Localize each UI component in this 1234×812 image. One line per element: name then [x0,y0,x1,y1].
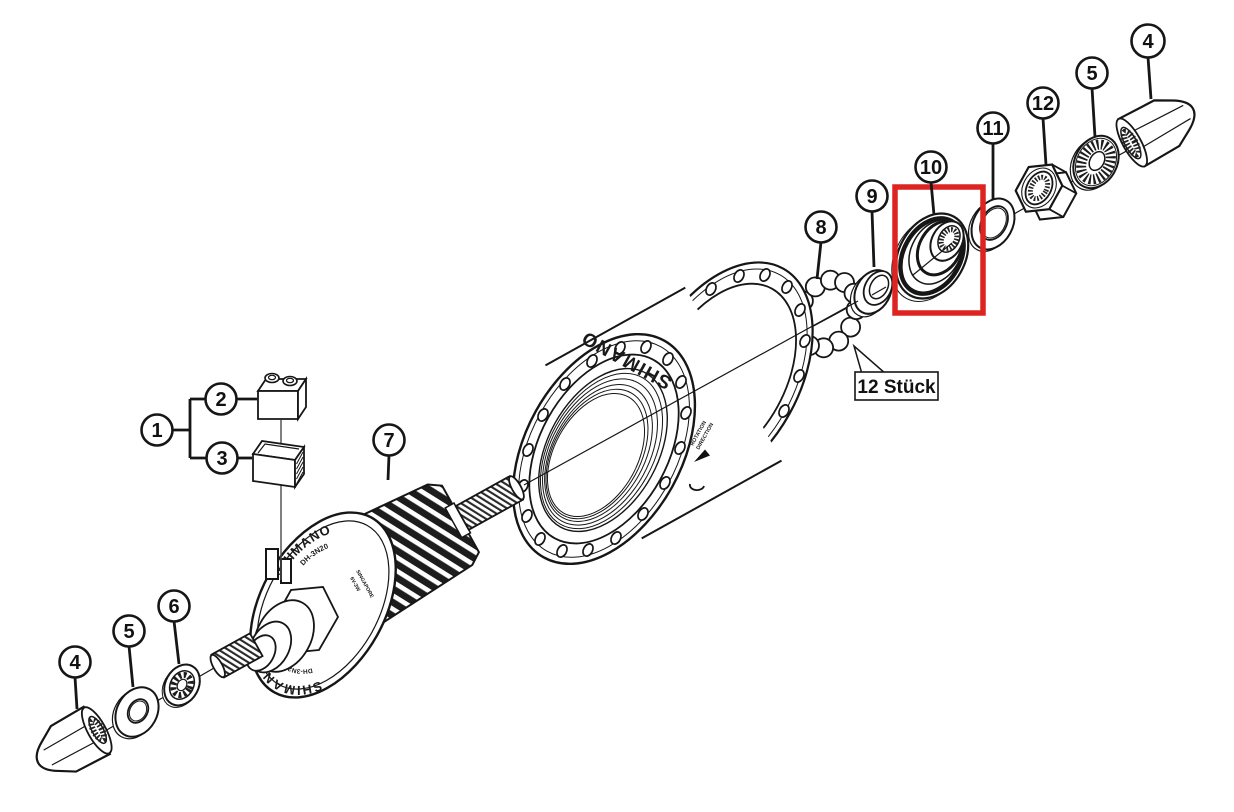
terminal-cap [251,440,306,490]
callout-5-left: 5 [112,614,146,648]
seal-ring [849,269,894,318]
hex-lock-nut [1014,163,1078,221]
callout-6: 6 [157,589,191,623]
callout-5-right: 5 [1075,56,1109,90]
callout-7: 7 [372,423,406,457]
callout-4-left: 4 [58,645,92,679]
svg-text:12: 12 [1032,93,1054,115]
callout-8: 8 [804,210,838,244]
callout-12: 12 [1026,86,1060,120]
axle-nut-left [35,705,113,773]
svg-text:9: 9 [866,186,877,208]
callout-10: 10 [914,150,948,184]
svg-text:4: 4 [69,652,81,674]
svg-text:4: 4 [1142,31,1154,53]
callout-11: 11 [976,111,1010,145]
terminal-connector [256,372,308,422]
flat-washer-left [111,686,160,740]
quantity-box [854,371,939,401]
svg-text:5: 5 [123,621,134,643]
cap-ribs [296,451,304,485]
svg-text:10: 10 [920,157,942,179]
quantity-note-text: 12 Stück [857,377,936,398]
leader-lines [73,56,1153,710]
rotation-direction-marking: ROTATION DIRECTION [688,420,715,491]
callout-4-right: 4 [1130,23,1166,59]
svg-text:6: 6 [168,596,179,618]
svg-text:2: 2 [215,389,226,411]
axle-nut-right [1115,99,1196,168]
svg-text:3: 3 [216,448,227,470]
quantity-callout: 12 Stück [852,343,939,401]
callout-bracket-group1 [172,397,257,460]
rotation-arrow-icon [694,449,710,462]
serrated-washer-right [1069,134,1120,191]
lock-washer [161,663,201,708]
socket-prong-left [265,548,279,580]
cone-dust-cap-unit [891,212,970,302]
hub-dynamo-internal-unit: SHIMANO DH-3N20 SINGAPORE 6V-3W SHIMANO … [209,474,525,699]
hub-bore-threads [538,367,668,533]
socket-prong-right [280,558,292,584]
svg-text:5: 5 [1086,63,1097,85]
quantity-pointer [852,343,888,375]
svg-text:11: 11 [982,118,1003,140]
svg-text:8: 8 [815,217,826,239]
callout-2: 2 [204,382,238,416]
svg-text:1: 1 [151,420,162,442]
callout-3: 3 [205,441,239,475]
hub-shell: SHIMANO ROTATION DIRECTION [511,261,859,566]
washer-right [967,197,1016,253]
axle-right-tip [508,475,525,501]
ce-mark-glyph [688,483,705,491]
highlight-box [892,184,986,316]
svg-text:7: 7 [383,430,394,452]
spoke-holes-left [517,340,692,558]
callout-1: 1 [140,413,174,447]
callout-9: 9 [855,179,889,213]
unit-model-bottom: DH-3N20 [283,663,313,675]
